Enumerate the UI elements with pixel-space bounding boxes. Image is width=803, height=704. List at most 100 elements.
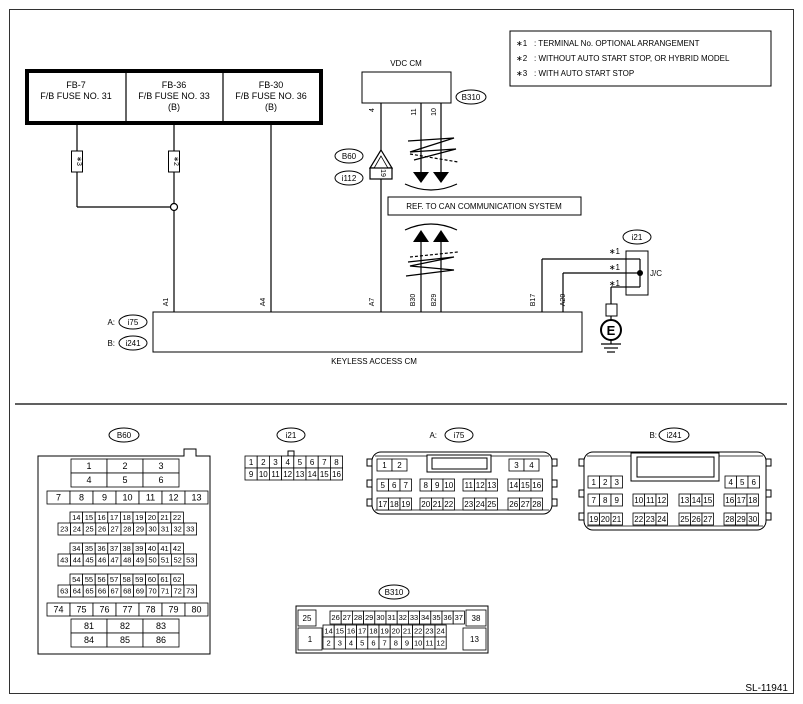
b60-pin-number: 23 (60, 525, 68, 534)
b310-pin-number: 33 (410, 613, 418, 622)
i241-pin-number: 21 (612, 515, 621, 524)
b310-label: B310 (385, 588, 404, 597)
i241-pin-number: 26 (692, 515, 701, 524)
wire-vdc-a7: 19 B60 i112 (334, 103, 394, 312)
b60-pin-cell (142, 632, 180, 648)
b310-pin-number: 19 (380, 627, 388, 636)
b60-pin-cell (183, 522, 198, 536)
b310-pin-number: 29 (365, 613, 373, 622)
keyless-pin-b17: B17 (530, 294, 537, 307)
b310-pin-number: 27 (343, 613, 351, 622)
b310-pin-number: 4 (349, 639, 353, 648)
b60-pin-number: 27 (111, 525, 119, 534)
b60-pin-number: 43 (60, 556, 68, 565)
fuse-3-name: F/B FUSE NO. 36 (235, 91, 307, 101)
keyless-access-cm: KEYLESS ACCESS CM A: i75 B: i241 A1 A4 A… (107, 294, 583, 366)
b60-pin-number: 55 (85, 575, 93, 584)
b60-pin-number: 60 (148, 575, 156, 584)
i241-pin-cell (746, 493, 759, 507)
i75-pin-cell (391, 458, 408, 472)
i241-pin-number: 5 (740, 478, 745, 487)
i241-pin-number: 4 (729, 478, 734, 487)
i75-pin-cell (399, 497, 412, 511)
can-top-wires (404, 103, 459, 191)
i75-pin-number: 27 (521, 500, 530, 509)
b60-pin-number: 6 (158, 475, 163, 485)
b310-pin-number: 1 (308, 635, 313, 644)
b60-pin-number: 17 (110, 513, 118, 522)
i241-pin-number: 12 (657, 496, 666, 505)
i241-pin-number: 22 (634, 515, 643, 524)
i75-pin-number: 9 (435, 481, 440, 490)
wire-mark-star3: ∗3 (75, 156, 82, 166)
i75-pin-number: 18 (390, 500, 399, 509)
i75-pin-cell (442, 478, 455, 492)
b60-pin-number: 45 (85, 556, 93, 565)
b60-pin-number: 67 (111, 587, 119, 596)
i75-pin-number: 28 (532, 500, 541, 509)
i241-pin-cell (610, 493, 623, 507)
i241-pin-cell (701, 512, 714, 526)
pass-through-pin: 19 (379, 169, 386, 177)
b310-pin-number: 8 (394, 639, 398, 648)
b60-pin-number: 40 (148, 544, 156, 553)
i75-pin-number: 16 (532, 481, 541, 490)
figure-id: SL-11941 (745, 683, 788, 694)
note-mark-1: ∗1 (516, 39, 528, 48)
b60-pin-number: 11 (146, 493, 155, 503)
b310-pin-number: 11 (426, 639, 434, 648)
b60-pin-number: 3 (158, 461, 163, 471)
i21-pin-number: 15 (320, 470, 329, 479)
i21-pin-number: 16 (332, 470, 341, 479)
i21-pin-number: 14 (308, 470, 317, 479)
b310-pin-number: 17 (358, 627, 366, 636)
fuse-2-name: F/B FUSE NO. 33 (138, 91, 210, 101)
b310-pin-number: 34 (421, 613, 429, 622)
b310-pin-number: 30 (376, 613, 384, 622)
b60-pin-number: 20 (148, 513, 156, 522)
b60-pin-number: 57 (110, 575, 118, 584)
i21-pin-cell (329, 467, 343, 481)
i241-pin-number: 11 (646, 496, 655, 505)
b60-pin-number: 13 (191, 493, 201, 503)
b60-pin-number: 82 (120, 621, 130, 631)
b60-pin-number: 78 (145, 605, 155, 615)
i241-pin-number: 9 (615, 496, 620, 505)
b310-pin-number: 15 (336, 627, 344, 636)
splice-point (169, 202, 179, 212)
b60-pin-number: 28 (123, 525, 131, 534)
b60-pin-cell (184, 490, 209, 505)
b60-pin-number: 38 (123, 544, 131, 553)
fuse-2-code: FB-36 (162, 80, 187, 90)
i75-pin-number: 22 (444, 500, 453, 509)
i75-pin-number: 6 (392, 481, 397, 490)
keyless-pin-a1: A1 (163, 298, 170, 307)
i241-pin-number: 8 (603, 496, 608, 505)
i241-pin-number: 27 (703, 515, 712, 524)
b60-pin-cell (183, 553, 198, 567)
i241-pin-number: 10 (634, 496, 643, 505)
b60-pin-number: 75 (76, 605, 86, 615)
b60-pin-cell (184, 602, 209, 617)
i241-pin-cell (655, 493, 668, 507)
b310-pin-number: 7 (383, 639, 387, 648)
b60-pin-cell (142, 472, 180, 488)
b60-pin-number: 30 (148, 525, 156, 534)
b60-pin-number: 71 (161, 587, 169, 596)
jc-star-3: ∗1 (609, 279, 621, 288)
b310-pin-number: 20 (392, 627, 400, 636)
b60-pin-number: 15 (85, 513, 93, 522)
i75-pin-number: 3 (514, 461, 519, 470)
b60-pin-number: 16 (97, 513, 105, 522)
i241-pin-cell (701, 493, 714, 507)
b60-pin-number: 8 (79, 493, 84, 503)
pass-through-b60: B60 (342, 152, 357, 161)
fuse-3-sub: (B) (265, 102, 277, 112)
b60-pin-number: 9 (102, 493, 107, 503)
b60-pin-number: 69 (136, 587, 144, 596)
b310-pin-number: 16 (347, 627, 355, 636)
b310-pin-cell (465, 609, 487, 627)
